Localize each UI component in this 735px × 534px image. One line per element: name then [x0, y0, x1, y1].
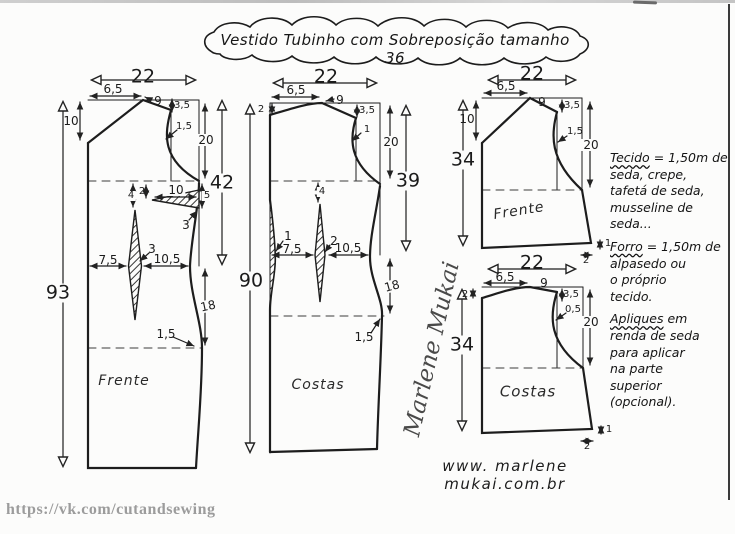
frente-top-armhole-curve: 1,5	[567, 126, 583, 137]
frente-main-dart-apex-gap: 4	[125, 190, 137, 201]
page-title: Vestido Tubinho com Sobreposição tamanho…	[220, 31, 570, 67]
note-forro-head-rest: = 1,50m de	[642, 238, 721, 254]
costas-top-armhole-depth: 20	[581, 315, 601, 329]
costas-main-armhole-depth: 20	[381, 135, 401, 149]
costas-top-neck-depth: 3,5	[563, 289, 579, 300]
waist-dart	[127, 209, 143, 321]
piece-costas-top	[462, 269, 605, 445]
note-forro-lead: Forro	[610, 238, 643, 254]
costas-top-total-length: 34	[447, 333, 477, 356]
costas-top-armhole-curve: 0,5	[565, 304, 581, 315]
note-line: seda...	[610, 216, 652, 232]
frente-top-neck-front-depth: 10	[459, 112, 475, 126]
costas-main-waist-left: 7,5	[282, 242, 302, 256]
note-apliques: Apliques em renda de seda para aplicar n…	[610, 311, 730, 411]
frente-main-chest-to-dart: 5	[201, 190, 213, 201]
note-tecido: Tecido = 1,50m de seda, crepe, tafetá de…	[610, 150, 730, 233]
frente-top-hem-flare: 2	[582, 255, 590, 266]
frente-main-label: Frente	[98, 373, 150, 389]
costas-main-waist-length: 39	[393, 169, 423, 192]
costas-main-total-length: 90	[236, 269, 266, 292]
website-url: www. marlene mukai.com.br	[442, 457, 568, 493]
costas-top-width: 22	[519, 251, 545, 274]
costas-main-width: 22	[313, 65, 339, 88]
frente-main-shoulder-width: 6,5	[103, 82, 123, 96]
frente-main-waist-length: 42	[207, 171, 237, 194]
note-tecido-lead: Tecido	[610, 150, 650, 165]
note-apliques-lead: Apliques	[610, 311, 664, 327]
costas-top-hem-flare: 2	[583, 441, 591, 452]
costas-top-shoulder-length: 9	[540, 276, 548, 290]
frente-main-hip-depth: 18	[197, 297, 219, 315]
frente-main-neck-depth: 3,5	[174, 100, 190, 111]
waist-dart	[314, 203, 326, 303]
frente-main-bust-dart-half: 2	[138, 186, 146, 197]
frente-top-width: 22	[519, 62, 545, 85]
note-forro: Forro = 1,50m de alpasedo ou o próprio t…	[610, 239, 730, 305]
note-line: (opcional).	[610, 394, 677, 410]
frente-main-shoulder-length: 9	[154, 94, 162, 108]
frente-main-bust-dart-width: 3	[182, 218, 190, 232]
costas-main-armhole-curve: 1	[363, 124, 371, 135]
costas-top-neck-back-depth: 2	[461, 289, 469, 300]
note-line: renda de seda	[610, 327, 700, 343]
costas-main-waist-right: 10,5	[334, 241, 362, 255]
note-line: tecido.	[610, 288, 653, 304]
note-line: o próprio	[610, 272, 667, 288]
scan-edge-top	[0, 0, 735, 3]
note-line: na parte	[610, 361, 663, 377]
costas-top-shoulder-width: 6,5	[495, 270, 515, 284]
note-line: para aplicar	[610, 344, 685, 360]
frente-main-neck-front-depth: 10	[63, 114, 79, 128]
note-tecido-head-rest: = 1,50m de	[649, 150, 728, 165]
frente-top-armhole-depth: 20	[581, 138, 601, 152]
frente-main-waist-left: 7,5	[98, 253, 118, 267]
watermark-url: https://vk.com/cutandsewing	[6, 501, 216, 518]
frente-main-total-length: 93	[43, 281, 73, 304]
note-apliques-head-rest: em	[663, 311, 688, 327]
frente-top-neck-depth: 3,5	[564, 100, 580, 111]
costas-main-waist-dart-width: 2	[330, 234, 338, 248]
frente-main-waist-right: 10,5	[153, 252, 181, 266]
scan-edge-right	[728, 4, 730, 500]
costas-main-shoulder-width: 6,5	[286, 83, 306, 97]
frente-main-hip-curve: 1,5	[156, 327, 176, 341]
costas-main-dart-apex-gap: 4	[316, 186, 328, 197]
note-line: superior	[610, 377, 662, 393]
costas-main-neck-back-depth: 2	[257, 104, 265, 115]
costas-main-shoulder-length: 9	[336, 93, 344, 107]
costas-top-hem-rise: 1	[605, 424, 613, 435]
costas-main-hip-curve: 1,5	[354, 330, 374, 344]
costas-main-neck-depth: 3,5	[359, 105, 375, 116]
note-line: musseline de	[610, 199, 693, 215]
fabric-notes: Tecido = 1,50m de seda, crepe, tafetá de…	[610, 150, 730, 417]
note-line: alpasedo ou	[610, 255, 687, 271]
piece-frente-top	[463, 80, 604, 259]
frente-top-shoulder-width: 6,5	[496, 79, 516, 93]
costas-main-cb-take-in: 1	[284, 229, 292, 243]
costas-top-label: Costas	[499, 382, 557, 401]
frente-main-width: 22	[130, 65, 156, 88]
frente-main-bust-dart-length: 10	[166, 183, 186, 197]
note-line: tafetá de seda,	[610, 183, 705, 199]
frente-main-armhole-curve: 1,5	[176, 121, 192, 132]
frente-main-waist-dart-width: 3	[148, 242, 156, 256]
title-bubble	[203, 15, 590, 66]
frente-top-shoulder-length: 9	[538, 95, 546, 109]
frente-main-armhole-depth: 20	[196, 133, 216, 147]
costas-main-label: Costas	[291, 377, 345, 393]
frente-top-hem-rise: 1	[604, 238, 612, 249]
note-line: seda, crepe,	[610, 166, 688, 182]
frente-top-total-length: 34	[448, 148, 478, 171]
